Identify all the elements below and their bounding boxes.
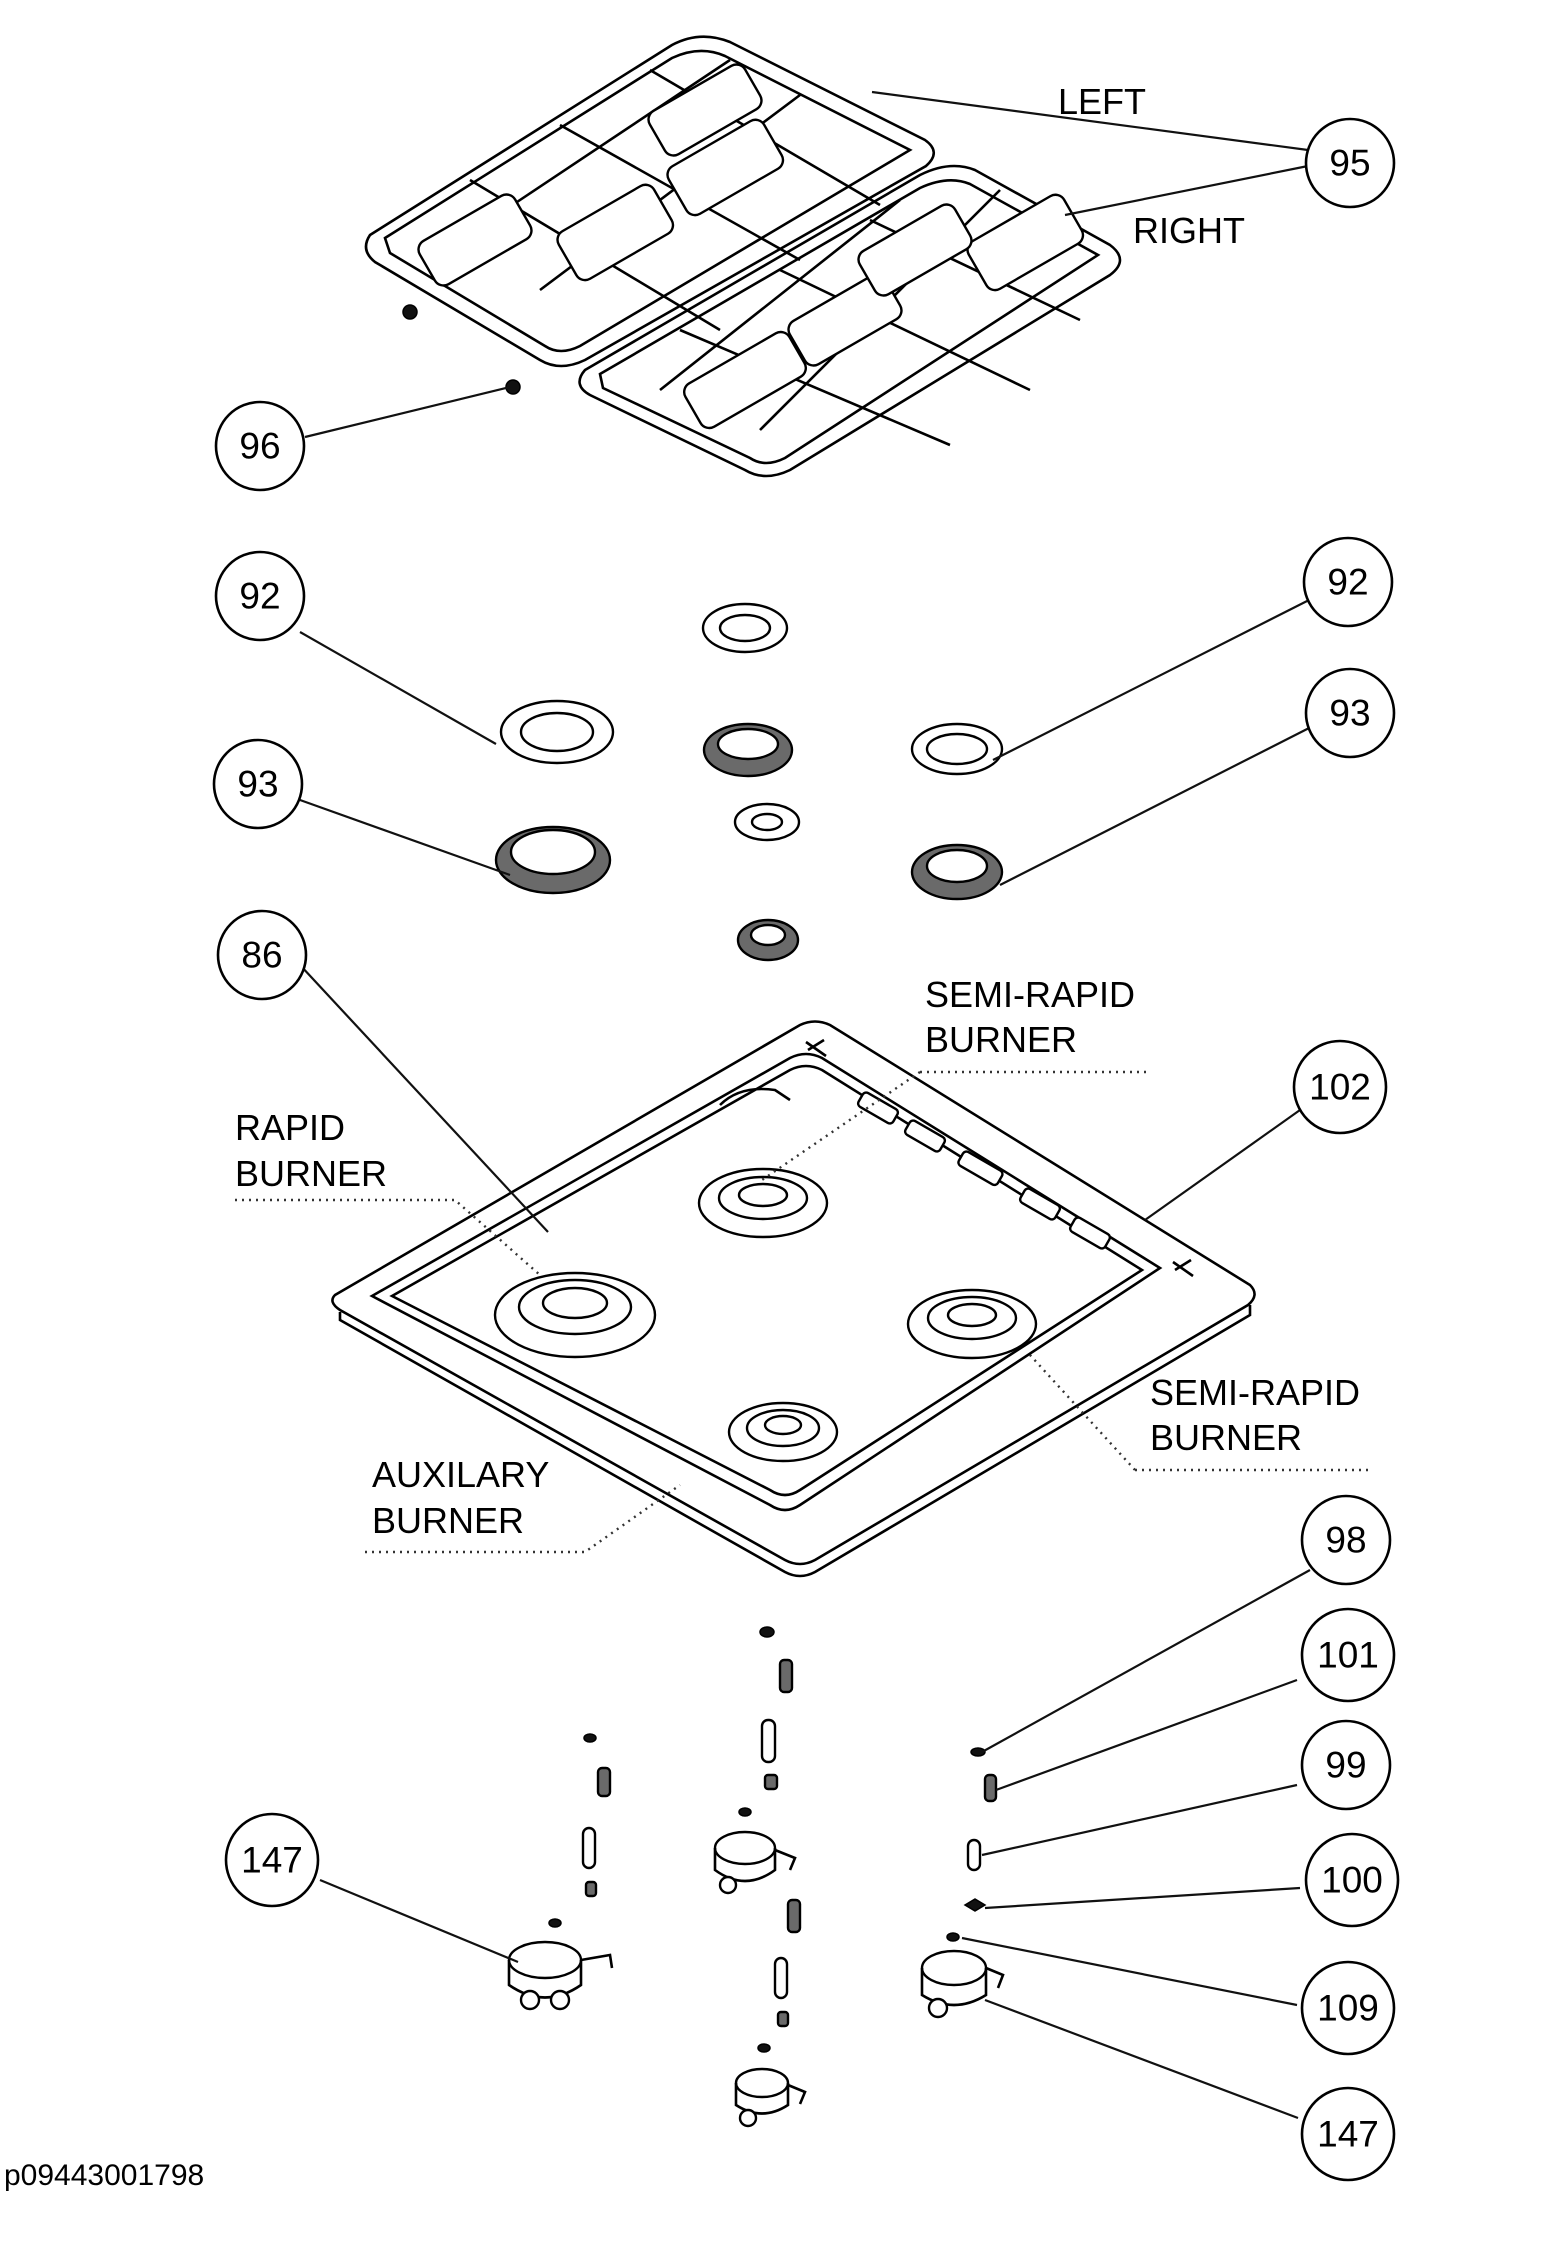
svg-text:102: 102 xyxy=(1309,1067,1371,1108)
label-auxiliary-2: BURNER xyxy=(372,1500,524,1541)
svg-text:96: 96 xyxy=(239,426,280,467)
callout-101: 101 xyxy=(1300,1607,1396,1703)
callout-96: 96 xyxy=(214,400,306,492)
gas-taps-and-injectors xyxy=(507,1626,1005,2128)
burner-caps xyxy=(494,602,1004,962)
callout-92-right: 92 xyxy=(1302,536,1394,628)
label-auxiliary-1: AUXILARY xyxy=(372,1454,549,1495)
svg-text:92: 92 xyxy=(1327,562,1368,603)
label-rapid-1: RAPID xyxy=(235,1107,345,1148)
svg-text:92: 92 xyxy=(239,576,280,617)
svg-text:86: 86 xyxy=(241,935,282,976)
label-rapid-2: BURNER xyxy=(235,1153,387,1194)
callout-95: 95 xyxy=(1304,117,1396,209)
svg-text:109: 109 xyxy=(1317,1988,1379,2029)
label-semi-rapid-right-1: SEMI-RAPID xyxy=(1150,1372,1360,1413)
rubber-foot xyxy=(402,304,418,320)
svg-text:93: 93 xyxy=(1329,693,1370,734)
svg-text:147: 147 xyxy=(1317,2114,1379,2155)
label-semi-rapid-top-2: BURNER xyxy=(925,1019,1077,1060)
label-semi-rapid-right-2: BURNER xyxy=(1150,1417,1302,1458)
leader-lines xyxy=(299,90,1316,2120)
callout-98: 98 xyxy=(1300,1494,1392,1586)
label-right: RIGHT xyxy=(1133,210,1245,251)
svg-text:100: 100 xyxy=(1321,1860,1383,1901)
dotted-indicators xyxy=(235,1070,1372,1554)
callout-147-left: 147 xyxy=(224,1812,320,1908)
callout-93-right: 93 xyxy=(1304,667,1396,759)
left-pan-support xyxy=(364,35,936,368)
svg-text:147: 147 xyxy=(241,1840,303,1881)
right-pan-support xyxy=(578,164,1122,478)
svg-text:93: 93 xyxy=(237,764,278,805)
callout-86: 86 xyxy=(216,909,308,1001)
callout-147-right: 147 xyxy=(1300,2086,1396,2182)
svg-text:95: 95 xyxy=(1329,143,1370,184)
label-left: LEFT xyxy=(1058,81,1146,122)
callout-99: 99 xyxy=(1300,1719,1392,1811)
svg-text:99: 99 xyxy=(1325,1745,1366,1786)
svg-text:98: 98 xyxy=(1325,1520,1366,1561)
callout-93-left: 93 xyxy=(212,738,304,830)
hob-top xyxy=(331,1020,1256,1578)
callout-100: 100 xyxy=(1304,1832,1400,1928)
text-labels: LEFT RIGHT SEMI-RAPID BURNER RAPID BURNE… xyxy=(4,81,1360,2192)
svg-text:101: 101 xyxy=(1317,1635,1379,1676)
callout-102: 102 xyxy=(1292,1039,1388,1135)
document-code: p09443001798 xyxy=(4,2159,204,2192)
callout-92-left: 92 xyxy=(214,550,306,642)
callout-109: 109 xyxy=(1300,1960,1396,2056)
label-semi-rapid-top-1: SEMI-RAPID xyxy=(925,974,1135,1015)
